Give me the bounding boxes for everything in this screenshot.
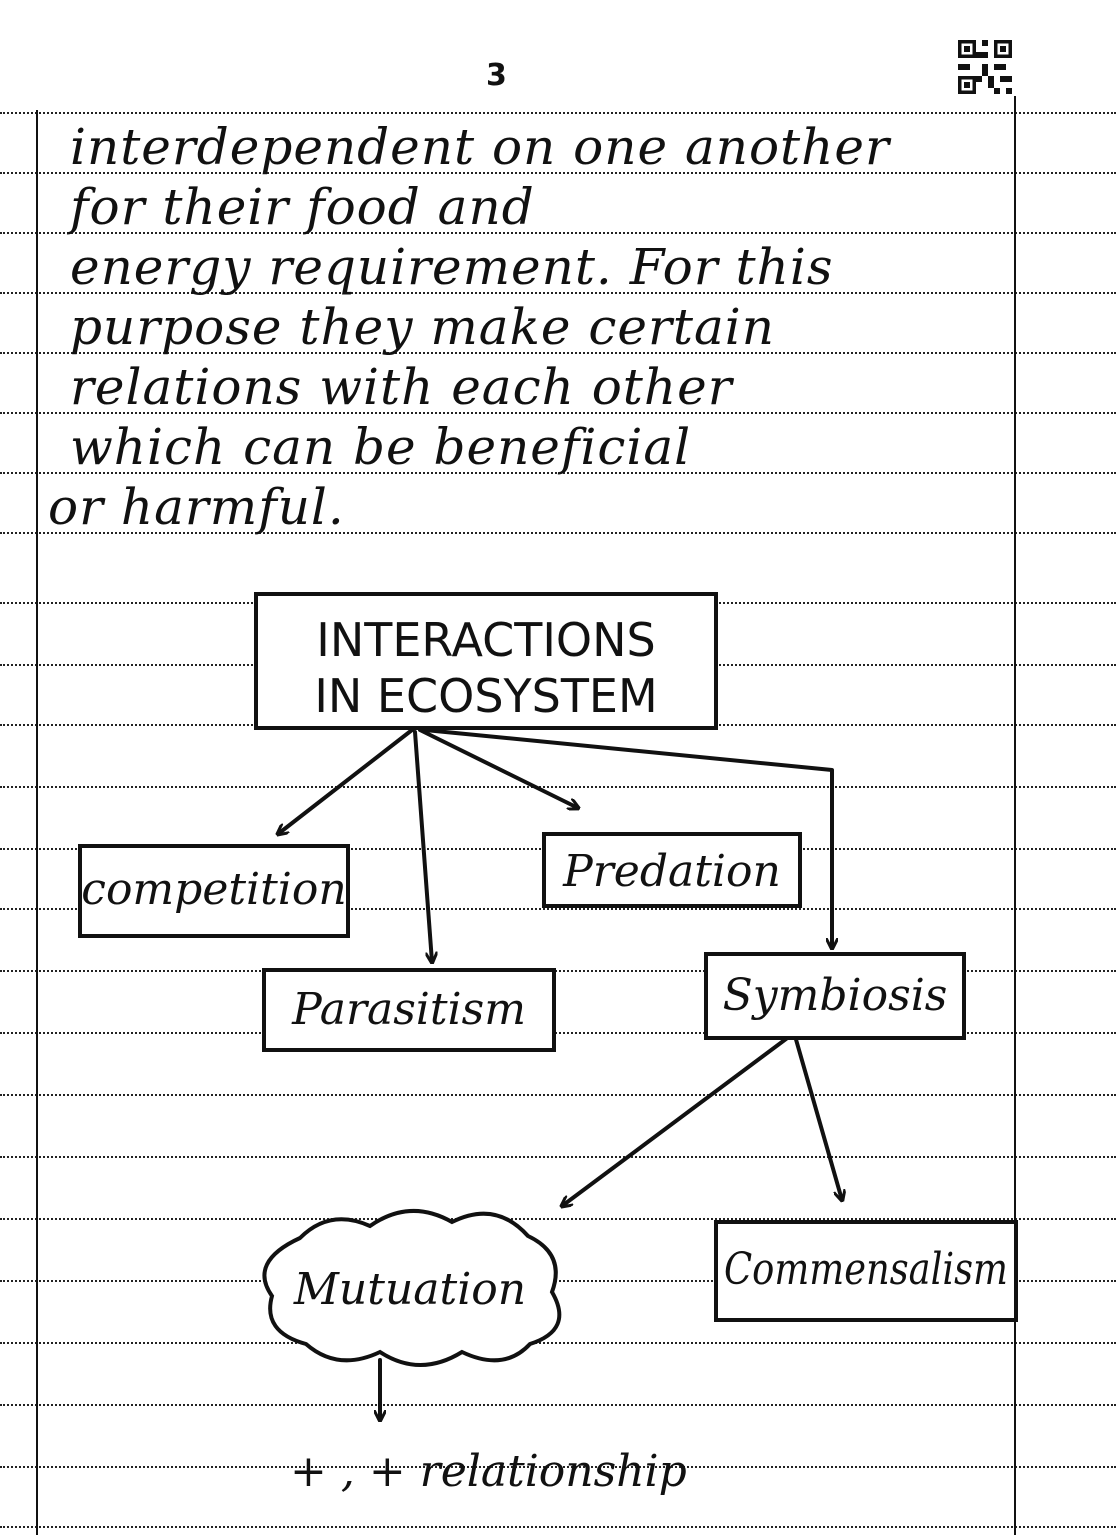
node-competition: competition bbox=[78, 844, 350, 938]
ruled-line bbox=[0, 970, 1116, 972]
ruled-line bbox=[0, 1094, 1116, 1096]
ruled-line bbox=[0, 532, 1116, 534]
ruled-line bbox=[0, 1156, 1116, 1158]
edge-root-competition bbox=[278, 728, 414, 834]
qr-code-icon bbox=[958, 40, 1012, 94]
paragraph-line: energy requirement. For this bbox=[70, 238, 834, 296]
symbiosis-box bbox=[704, 952, 966, 1040]
commensalism-box bbox=[714, 1220, 1018, 1322]
left-margin-line bbox=[36, 110, 38, 1535]
ruled-line bbox=[0, 908, 1116, 910]
predation-box bbox=[542, 832, 802, 908]
root-title-line1: INTERACTIONS bbox=[316, 613, 656, 667]
paragraph-line: or harmful. bbox=[48, 478, 345, 536]
ruled-line bbox=[0, 472, 1116, 474]
node-parasitism: Parasitism bbox=[262, 968, 556, 1052]
paragraph-line: which can be beneficial bbox=[70, 418, 692, 476]
relationship-note: + , + relationship bbox=[290, 1446, 687, 1497]
root-title-line2: IN ECOSYSTEM bbox=[314, 669, 657, 723]
node-predation: Predation bbox=[542, 832, 802, 908]
edge-symbiosis-commensalism bbox=[793, 1034, 842, 1200]
paragraph-line: purpose they make certain bbox=[70, 298, 775, 356]
page-number: 3 bbox=[486, 58, 507, 93]
ruled-line bbox=[0, 1404, 1116, 1406]
paragraph-line: interdependent on one another bbox=[70, 118, 890, 176]
right-margin-line bbox=[1014, 96, 1016, 1535]
competition-box bbox=[78, 844, 350, 938]
ruled-line bbox=[0, 786, 1116, 788]
edge-root-parasitism bbox=[413, 730, 432, 962]
ruled-line bbox=[0, 1342, 1116, 1344]
ruled-line bbox=[0, 172, 1116, 174]
ruled-line bbox=[0, 1218, 1116, 1220]
node-interactions-in-ecosystem: INTERACTIONS IN ECOSYSTEM bbox=[254, 592, 718, 730]
competition-label: competition bbox=[81, 864, 346, 915]
ruled-line bbox=[0, 112, 1116, 114]
symbiosis-label: Symbiosis bbox=[723, 970, 948, 1021]
mutuation-label: Mutuation bbox=[293, 1264, 526, 1315]
parasitism-box bbox=[262, 968, 556, 1052]
node-symbiosis: Symbiosis bbox=[704, 952, 966, 1040]
edge-root-predation bbox=[418, 728, 578, 808]
root-box bbox=[254, 592, 718, 730]
ruled-line bbox=[0, 1526, 1116, 1528]
node-mutuation: Mutuation bbox=[262, 1209, 562, 1367]
ruled-line bbox=[0, 352, 1116, 354]
parasitism-label: Parasitism bbox=[291, 984, 526, 1035]
ruled-line bbox=[0, 232, 1116, 234]
ruled-line bbox=[0, 292, 1116, 294]
commensalism-label: Commensalism bbox=[724, 1244, 1008, 1295]
paragraph-line: relations with each other bbox=[70, 358, 733, 416]
ruled-line bbox=[0, 1032, 1116, 1034]
mutuation-cloud bbox=[262, 1209, 562, 1367]
diagram-edges bbox=[278, 728, 842, 1422]
edge-root-symbiosis bbox=[423, 728, 832, 950]
paragraph-line: for their food and bbox=[70, 178, 535, 236]
node-commensalism: Commensalism bbox=[714, 1220, 1018, 1322]
ruled-line bbox=[0, 412, 1116, 414]
edge-symbiosis-mutuation bbox=[562, 1034, 792, 1206]
predation-label: Predation bbox=[562, 846, 781, 897]
ruled-line bbox=[0, 1280, 1116, 1282]
ruled-line bbox=[0, 1466, 1116, 1468]
